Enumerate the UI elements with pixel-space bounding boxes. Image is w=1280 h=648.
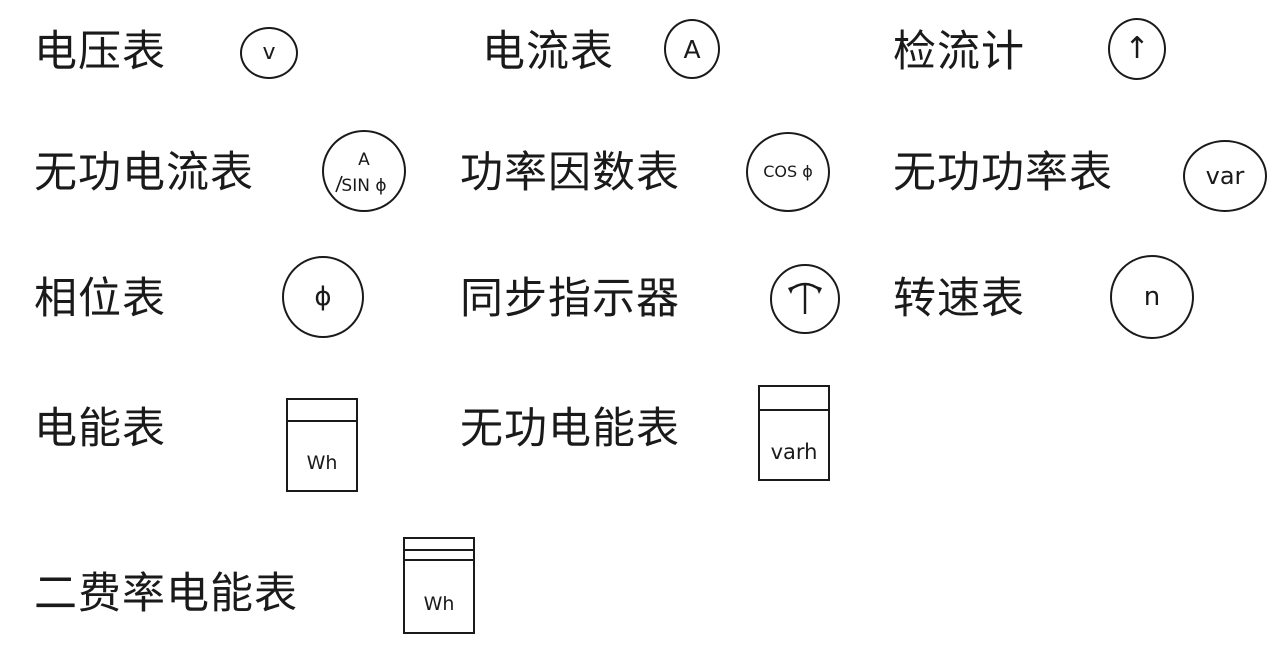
label-voltmeter: 电压表 (34, 27, 166, 77)
label-phase-meter: 相位表 (34, 274, 166, 324)
dual-rate-energy-meter-symbol: Wh (403, 537, 475, 634)
reactive-energy-meter-symbol: varh (758, 385, 830, 481)
label-energy-meter: 电能表 (34, 404, 166, 454)
galvanometer-symbol: ↑ (1108, 18, 1166, 80)
power-factor-meter-symbol-text: COS ϕ (763, 162, 813, 181)
varmeter-symbol-text: var (1205, 162, 1245, 190)
slash-mark (335, 175, 343, 193)
galvanometer-symbol-text: ↑ (1124, 31, 1150, 66)
phase-meter-symbol-text: ϕ (314, 282, 332, 312)
voltmeter-symbol: v (240, 27, 298, 79)
dual-rate-energy-meter-symbol-text: Wh (423, 593, 455, 615)
dual-rate-band-1 (405, 539, 473, 551)
varmeter-symbol: var (1183, 140, 1267, 212)
reactive-energy-meter-band (760, 387, 828, 411)
synchroscope-icon (788, 282, 822, 314)
label-power-factor-meter: 功率因数表 (460, 148, 680, 198)
reactive-current-meter-symbol-bottom: SIN ϕ (341, 176, 387, 196)
label-ammeter: 电流表 (482, 27, 614, 77)
label-tachometer: 转速表 (893, 274, 1025, 324)
reactive-current-meter-symbol-top: A (358, 150, 370, 170)
power-factor-meter-symbol: COS ϕ (746, 132, 830, 212)
synchroscope-symbol (770, 264, 840, 334)
label-synchroscope: 同步指示器 (460, 274, 680, 324)
label-galvanometer: 检流计 (893, 27, 1025, 77)
label-reactive-current-meter: 无功电流表 (34, 148, 254, 198)
energy-meter-symbol-text: Wh (306, 452, 338, 474)
energy-meter-symbol: Wh (286, 398, 358, 492)
reactive-current-meter-symbol: A SIN ϕ (322, 130, 406, 212)
label-reactive-energy-meter: 无功电能表 (460, 404, 680, 454)
voltmeter-symbol-text: v (262, 40, 276, 65)
ammeter-symbol: A (664, 19, 720, 79)
dual-rate-band-2 (405, 549, 473, 561)
tachometer-symbol-text: n (1143, 282, 1161, 312)
reactive-energy-meter-symbol-text: varh (770, 440, 818, 464)
label-varmeter: 无功功率表 (893, 148, 1113, 198)
phase-meter-symbol: ϕ (282, 256, 364, 338)
energy-meter-band (288, 400, 356, 422)
tachometer-symbol: n (1110, 255, 1194, 339)
label-dual-rate-energy-meter: 二费率电能表 (34, 569, 298, 619)
ammeter-symbol-text: A (683, 34, 701, 64)
